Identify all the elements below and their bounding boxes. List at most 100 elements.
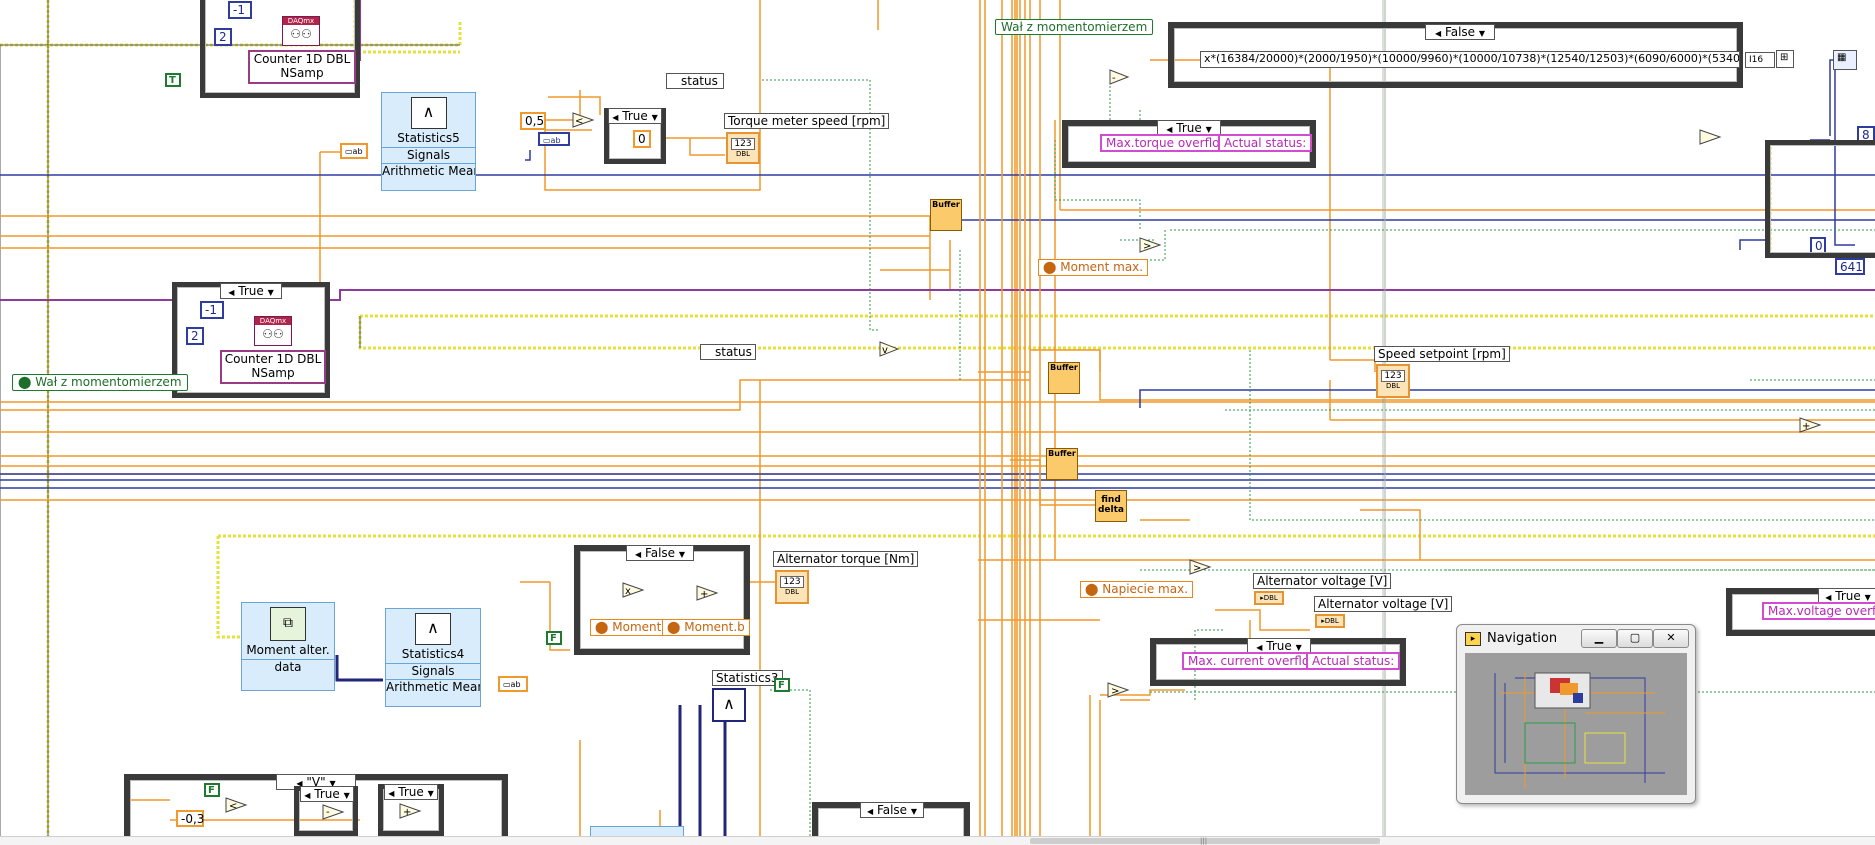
case-selector-small-1[interactable]: ◀ True ▼	[300, 786, 354, 802]
statistics5-title: Statistics5	[397, 131, 460, 145]
svg-text:>: >	[1193, 563, 1201, 574]
statistics4-icon: ∧	[415, 613, 451, 645]
statistics4-express-vi[interactable]: ∧ Statistics4 Signals Arithmetic Mean	[385, 608, 481, 707]
horizontal-scrollbar[interactable]: |||	[0, 836, 1875, 845]
global-moment-max[interactable]: ⬤ Moment max.	[1038, 259, 1149, 276]
status-label-top[interactable]: status	[666, 73, 724, 89]
minimize-button[interactable]: ▁	[1581, 629, 1617, 648]
from-ddt-top: ▭ab	[538, 132, 570, 146]
counter-1d-dbl-mid[interactable]: Counter 1D DBL NSamp	[220, 350, 326, 384]
close-button[interactable]: ✕	[1653, 629, 1689, 648]
navigation-overview[interactable]	[1465, 653, 1687, 795]
moment-alter-title: Moment alter.	[246, 643, 330, 657]
navigation-window[interactable]: ▸ Navigation ▁ ▢ ✕	[1456, 624, 1696, 804]
svg-text:+: +	[403, 807, 411, 818]
svg-text:<: <	[575, 116, 583, 127]
scrollbar-thumb[interactable]	[1030, 838, 1380, 844]
statistics5-mean: Arithmetic Mean	[382, 163, 475, 178]
string-max-voltage-overflow[interactable]: Max.voltage overflow	[1762, 602, 1875, 620]
while-loop-right	[1765, 140, 1875, 258]
statistics5-express-vi[interactable]: ∧ Statistics5 Signals Arithmetic Mean	[381, 92, 476, 191]
buffer-subvi-3[interactable]: Buffer	[1046, 448, 1078, 480]
status-label-mid[interactable]: status	[700, 344, 756, 360]
buffer-subvi-1[interactable]: Buffer	[930, 199, 962, 231]
torque-meter-speed-label: Torque meter speed [rpm]	[724, 113, 890, 129]
convert-ddt-top: ▭ab	[340, 143, 368, 159]
moment-alter-express-vi[interactable]: ⧉ Moment alter. data	[241, 602, 335, 691]
counter-mid-line1: Counter 1D DBL	[224, 352, 322, 366]
statistics5-signals: Signals	[382, 147, 475, 163]
counter-1d-dbl-top[interactable]: Counter 1D DBL NSamp	[248, 50, 356, 84]
speed-setpoint-label: Speed setpoint [rpm]	[1374, 346, 1510, 362]
constant-two-mid[interactable]: 2	[186, 327, 204, 345]
statistics4-mean: Arithmetic Mean	[386, 679, 480, 694]
find-delta-subvi[interactable]: find delta	[1095, 490, 1127, 522]
constant-zero-torque[interactable]: 0	[633, 130, 651, 148]
svg-text:-: -	[1112, 73, 1116, 84]
string-actual-status-2[interactable]: Actual status:	[1306, 652, 1401, 670]
case-selector-speed[interactable]: ◀ True ▼	[608, 108, 662, 124]
statistics4-title: Statistics4	[401, 647, 465, 661]
moment-alter-data: data	[242, 659, 334, 675]
constant-0-5[interactable]: 0,5	[520, 112, 546, 130]
to-i16-node: I16	[1745, 52, 1775, 68]
svg-text:>: >	[1143, 241, 1151, 252]
case-selector-moment[interactable]: ◀ False ▼	[626, 545, 694, 561]
alternator-voltage-label-1: Alternator voltage [V]	[1253, 573, 1392, 589]
build-array-icon: ⊞	[1776, 50, 1794, 68]
string-max-torque-overflow[interactable]: Max.torque overflow	[1100, 134, 1236, 152]
case-selector-mid[interactable]: ◀ True ▼	[220, 283, 282, 299]
alternator-voltage-label-2: Alternator voltage [V]	[1314, 596, 1453, 612]
global-napiecie-max[interactable]: ⬤ Napiecie max.	[1080, 581, 1194, 598]
scrollbar-grip-icon: |||	[1200, 837, 1208, 845]
from-ddt-bottom: ▭ab	[498, 676, 528, 692]
constant-neg-one-top[interactable]: -1	[228, 1, 252, 19]
global-wal-z-momentomierzem-left[interactable]: ⬤ Wał z momentomierzem	[12, 374, 188, 391]
status-top-text: status	[681, 74, 718, 88]
string-max-current-overflow[interactable]: Max. current overflow	[1182, 652, 1326, 670]
moment-alter-icon: ⧉	[270, 607, 306, 641]
boolean-true-constant[interactable]: T	[165, 73, 181, 87]
formula-node-expression[interactable]: x*(16384/20000)*(2000/1950)*(10000/9960)…	[1200, 51, 1740, 68]
array-output-icon: ▦	[1833, 50, 1857, 70]
alternator-torque-label: Alternator torque [Nm]	[773, 551, 919, 567]
case-structure-max-voltage	[1726, 588, 1875, 636]
buffer-subvi-2[interactable]: Buffer	[1048, 362, 1080, 394]
case-selector-bottom[interactable]: ◀ False ▼	[860, 802, 924, 818]
svg-text:>: >	[1111, 686, 1119, 697]
global-wal-z-momentomierzem-top[interactable]: Wał z momentomierzem	[995, 19, 1154, 35]
statistics-icon: ∧	[410, 97, 447, 129]
navigation-title: Navigation	[1487, 631, 1558, 646]
statistics3-icon[interactable]: ∧	[712, 688, 746, 722]
constant-neg-0-3[interactable]: -0,3	[176, 810, 204, 827]
case-selector-formula[interactable]: ◀ False ▼	[1425, 24, 1495, 40]
status-mid-text: status	[715, 345, 752, 359]
boolean-false-constant-1[interactable]: F	[546, 631, 562, 645]
constant-641[interactable]: 641	[1835, 258, 1865, 275]
global-moment-a[interactable]: ⬤ Moment.a	[590, 619, 678, 636]
maximize-button[interactable]: ▢	[1617, 629, 1653, 648]
constant-neg-one-mid[interactable]: -1	[200, 301, 224, 319]
boolean-false-constant-2[interactable]: F	[774, 678, 790, 692]
case-selector-current[interactable]: ◀ True ▼	[1247, 638, 1311, 654]
global-moment-b[interactable]: ⬤ Moment.b	[662, 619, 750, 636]
alternator-voltage-indicator-1[interactable]: ▸DBL	[1254, 591, 1284, 605]
daqmx-read-icon-mid[interactable]: DAQmx ⚇⚇	[254, 316, 292, 346]
alternator-voltage-indicator-2[interactable]: ▸DBL	[1315, 614, 1345, 628]
case-selector-small-2[interactable]: ◀ True ▼	[384, 784, 438, 800]
statistics4-signals: Signals	[386, 663, 480, 679]
counter-top-line2: NSamp	[280, 66, 324, 80]
boolean-false-constant-3[interactable]: F	[204, 783, 220, 797]
overview-thumbnail	[1465, 653, 1687, 795]
svg-text:x: x	[625, 586, 631, 597]
svg-text:-: -	[326, 807, 330, 818]
svg-text:+: +	[1802, 421, 1810, 432]
string-actual-status-1[interactable]: Actual status:	[1218, 134, 1313, 152]
daqmx-read-icon-top[interactable]: DAQmx ⚇⚇	[282, 16, 320, 46]
constant-two-top[interactable]: 2	[214, 28, 232, 46]
labview-icon: ▸	[1465, 632, 1481, 646]
